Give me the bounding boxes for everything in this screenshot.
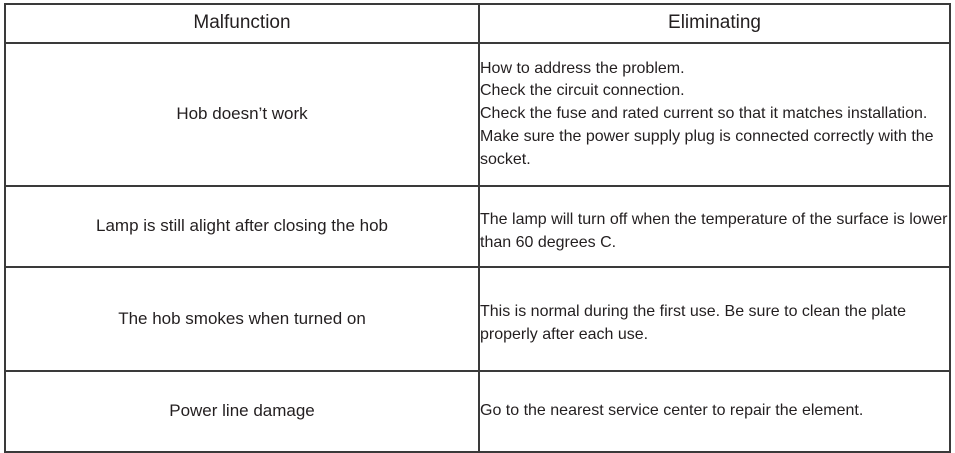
eliminating-line: Check the circuit connection. — [480, 82, 685, 100]
cell-malfunction: Lamp is still alight after closing the h… — [4, 185, 480, 268]
troubleshooting-page: Malfunction Eliminating Hob doesn’t work… — [4, 3, 951, 453]
troubleshooting-table: Malfunction Eliminating Hob doesn’t work… — [4, 3, 951, 453]
eliminating-line: Make sure the power supply plug is conne… — [480, 127, 934, 168]
eliminating-line: Check the fuse and rated current so that… — [480, 105, 928, 123]
cell-malfunction: Hob doesn’t work — [4, 42, 480, 187]
cell-eliminating: The lamp will turn off when the temperat… — [478, 185, 951, 268]
eliminating-line: This is normal during the first use. Be … — [480, 303, 906, 343]
cell-eliminating: Go to the nearest service center to repa… — [478, 370, 951, 453]
eliminating-line: Go to the nearest service center to repa… — [480, 402, 864, 420]
column-header-malfunction: Malfunction — [4, 3, 480, 44]
table-row: The hob smokes when turned on This is no… — [4, 266, 951, 372]
column-header-eliminating: Eliminating — [478, 3, 951, 44]
cell-eliminating: How to address the problem. Check the ci… — [478, 42, 951, 187]
table-row: Lamp is still alight after closing the h… — [4, 185, 951, 268]
table-row: Power line damage Go to the nearest serv… — [4, 370, 951, 453]
eliminating-line: How to address the problem. — [480, 59, 685, 77]
cell-malfunction: Power line damage — [4, 370, 480, 453]
eliminating-line: The lamp will turn off when the temperat… — [480, 210, 948, 251]
cell-malfunction: The hob smokes when turned on — [4, 266, 480, 372]
cell-eliminating: This is normal during the first use. Be … — [478, 266, 951, 372]
table-header-row: Malfunction Eliminating — [4, 3, 951, 44]
table-row: Hob doesn’t work How to address the prob… — [4, 42, 951, 187]
